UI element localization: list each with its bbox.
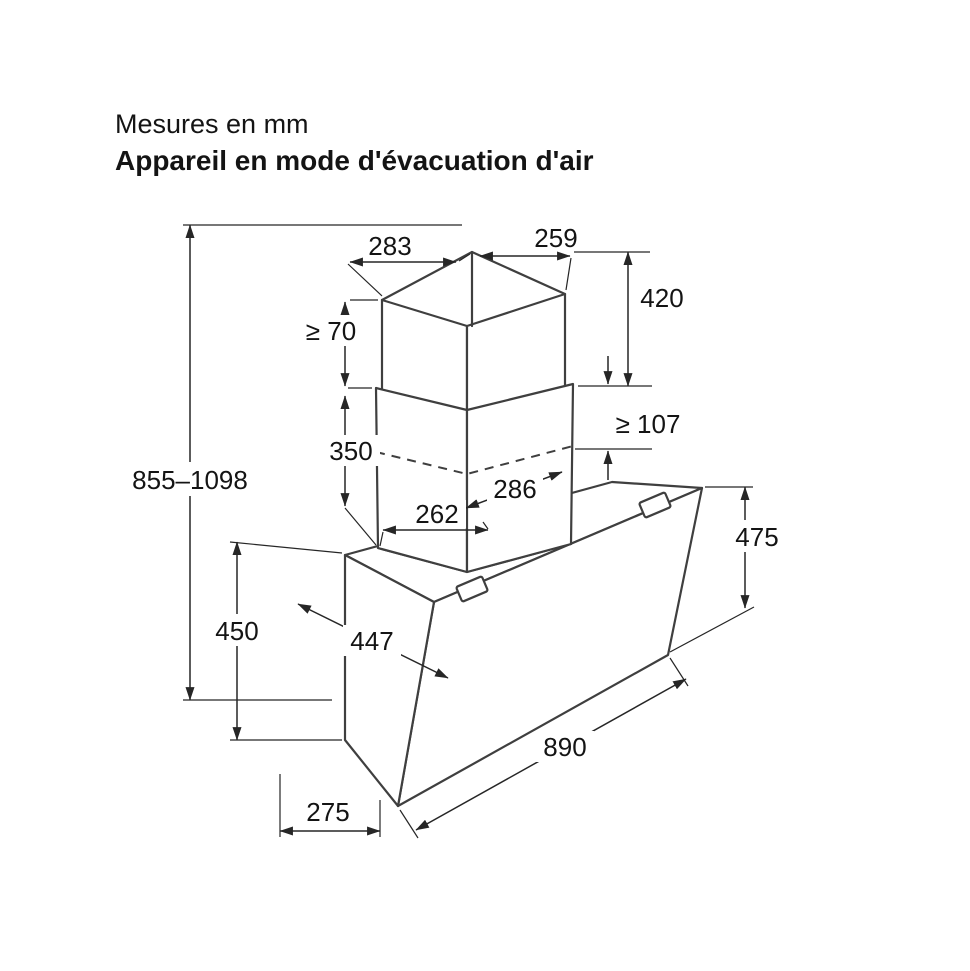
dim-chimney-upper-height: 420 bbox=[574, 251, 684, 387]
dim-bottom-depth: 275 bbox=[279, 774, 381, 837]
dim-chimney-min-extension: ≥ 107 bbox=[575, 356, 680, 480]
dim-label-283: 283 bbox=[368, 231, 411, 261]
telescope-position-dashed-line bbox=[375, 445, 574, 476]
dim-label-350: 350 bbox=[329, 436, 372, 466]
extension-line bbox=[399, 809, 419, 839]
label-background bbox=[208, 614, 266, 646]
bracket-shape bbox=[455, 575, 489, 603]
mounting-bracket-left bbox=[455, 575, 489, 603]
label-background bbox=[408, 500, 466, 528]
label-background bbox=[322, 435, 380, 466]
dim-chimney-min-overlap: ≥ 70 bbox=[294, 299, 378, 389]
dim-chimney-top-left: 283 bbox=[347, 231, 471, 297]
extension-line bbox=[347, 263, 383, 297]
dim-duct-cutout-width: 262 bbox=[379, 499, 489, 547]
chimney-lower-section-drawing bbox=[374, 382, 575, 574]
dim-label-259: 259 bbox=[534, 223, 577, 253]
dim-body-height-left: 450 bbox=[208, 541, 343, 741]
page-title: Appareil en mode d'évacuation d'air bbox=[115, 145, 594, 176]
dim-total-height: 855–1098 bbox=[110, 224, 462, 701]
dim-duct-cutout-depth: 286 bbox=[465, 471, 563, 509]
dim-label-min-70: ≥ 70 bbox=[306, 316, 356, 346]
extension-line bbox=[458, 253, 471, 262]
dim-label-275: 275 bbox=[306, 797, 349, 827]
dim-label-447: 447 bbox=[350, 626, 393, 656]
extension-line bbox=[229, 541, 343, 554]
label-background bbox=[343, 625, 401, 656]
dim-label-450: 450 bbox=[215, 616, 258, 646]
dim-label-420: 420 bbox=[640, 283, 683, 313]
dim-label-286: 286 bbox=[493, 474, 536, 504]
bracket-shape bbox=[638, 491, 672, 519]
label-background bbox=[487, 474, 543, 504]
dim-body-height-right: 475 bbox=[669, 486, 786, 653]
dim-label-890: 890 bbox=[543, 732, 586, 762]
dim-label-475: 475 bbox=[735, 522, 778, 552]
extension-line bbox=[344, 507, 377, 546]
label-background bbox=[110, 462, 270, 496]
label-background bbox=[728, 520, 786, 552]
chimney-lower-left-face bbox=[374, 386, 469, 574]
extension-line bbox=[669, 657, 689, 687]
dim-glass-panel-depth: 447 bbox=[297, 603, 449, 679]
dim-chimney-lower-height: 350 bbox=[322, 395, 380, 546]
dim-label-262: 262 bbox=[415, 499, 458, 529]
dim-label-min-107: ≥ 107 bbox=[616, 409, 681, 439]
chimney-upper-section-drawing bbox=[380, 250, 567, 432]
label-background bbox=[536, 731, 594, 762]
extension-line bbox=[565, 257, 572, 291]
label-background bbox=[294, 315, 368, 346]
dim-label-855-1098: 855–1098 bbox=[132, 465, 248, 495]
units-subtitle: Mesures en mm bbox=[115, 109, 309, 139]
extension-line bbox=[669, 606, 755, 653]
mounting-bracket-right bbox=[638, 491, 672, 519]
dim-hood-width: 890 bbox=[399, 657, 689, 839]
dim-chimney-top-right: 259 bbox=[479, 223, 578, 291]
